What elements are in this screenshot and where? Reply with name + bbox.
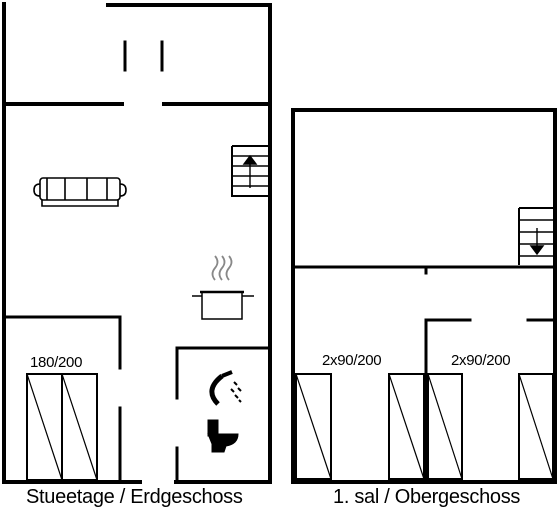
upper-floor-label: 1. sal / Obergeschoss [333,486,521,508]
upper-floor-walls [291,108,557,484]
shower-icon [209,370,242,406]
bed-90-1 [295,373,332,480]
cooking-pot-icon [192,255,254,320]
sofa-icon [33,177,127,207]
bed-size-label-upper-right: 2x90/200 [451,352,511,369]
stairs-up-icon [231,145,270,197]
bed-size-label-ground: 180/200 [30,354,83,371]
bed-180 [26,373,98,481]
toilet-icon [207,419,239,453]
bed-90-3 [427,373,463,480]
ground-floor-walls [2,2,272,484]
bed-90-2 [388,373,425,480]
stairs-down-icon [518,207,553,265]
ground-floor-label: Stueetage / Erdgeschoss [26,486,243,508]
bed-90-4 [518,373,554,480]
bed-size-label-upper-left: 2x90/200 [322,352,382,369]
